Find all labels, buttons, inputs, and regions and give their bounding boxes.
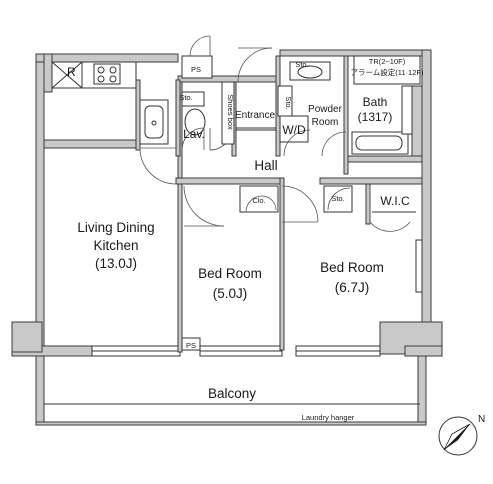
- closet-label: Clo.: [252, 196, 265, 205]
- lavatory-fixtures: [181, 91, 233, 151]
- ldk-door: [139, 147, 319, 227]
- ps-bottom-box: [181, 337, 201, 351]
- powder-room-label-line2: Room: [312, 117, 339, 128]
- wd-label: W/D: [282, 123, 306, 137]
- sto-wic-label: Sto.: [331, 194, 344, 203]
- hall-label: Hall: [254, 158, 277, 173]
- compass-icon: N: [438, 414, 485, 456]
- ps-bottom-label: PS: [186, 341, 196, 350]
- compass-north-label: N: [478, 414, 485, 425]
- sto-powder-label: Sto.: [284, 96, 293, 109]
- bath-size-label: (1317): [358, 110, 393, 124]
- ldk-label-line1: Living Dining: [77, 220, 154, 235]
- lav-label: Lav.: [183, 127, 205, 141]
- bedroom-1-label: Bed Room: [198, 266, 262, 281]
- closet: [239, 185, 279, 213]
- bedroom-2-label: Bed Room: [320, 260, 384, 275]
- bedroom-2-size: (6.7J): [335, 280, 370, 295]
- refrigerator-label: R: [67, 65, 76, 79]
- bath-label: Bath: [363, 95, 388, 109]
- ps-top-box: [181, 35, 213, 79]
- shoes-box: [221, 81, 235, 145]
- entrance-door: [235, 47, 277, 131]
- note-line2: アラーム設定(11·12F): [351, 67, 424, 77]
- wic-fixtures: [323, 185, 416, 232]
- kitchen-counter: [51, 61, 169, 145]
- note-line1: TR(2~10F): [369, 57, 406, 66]
- bath-fixtures: [351, 55, 421, 155]
- sto-top-label: Sto.: [295, 60, 308, 69]
- window-bottom: [91, 239, 423, 357]
- entrance-label: Entrance: [235, 110, 275, 121]
- balcony-label: Balcony: [208, 386, 256, 401]
- sto-lav-label: Sto.: [179, 93, 192, 102]
- powder-room-fixtures: [277, 61, 347, 157]
- laundry-hanger-label: Laundry hanger: [302, 413, 355, 422]
- ldk-label-line2: Kitchen: [93, 238, 138, 253]
- ldk-size-label: (13.0J): [95, 256, 137, 271]
- ps-top-label: PS: [191, 65, 201, 74]
- powder-room-label-line1: Powder: [308, 104, 343, 115]
- bedroom-1-size: (5.0J): [213, 286, 248, 301]
- shoes-box-label: Shoes box: [226, 94, 235, 130]
- outer-walls: [11, 49, 443, 426]
- wic-label: W.I.C: [380, 194, 410, 208]
